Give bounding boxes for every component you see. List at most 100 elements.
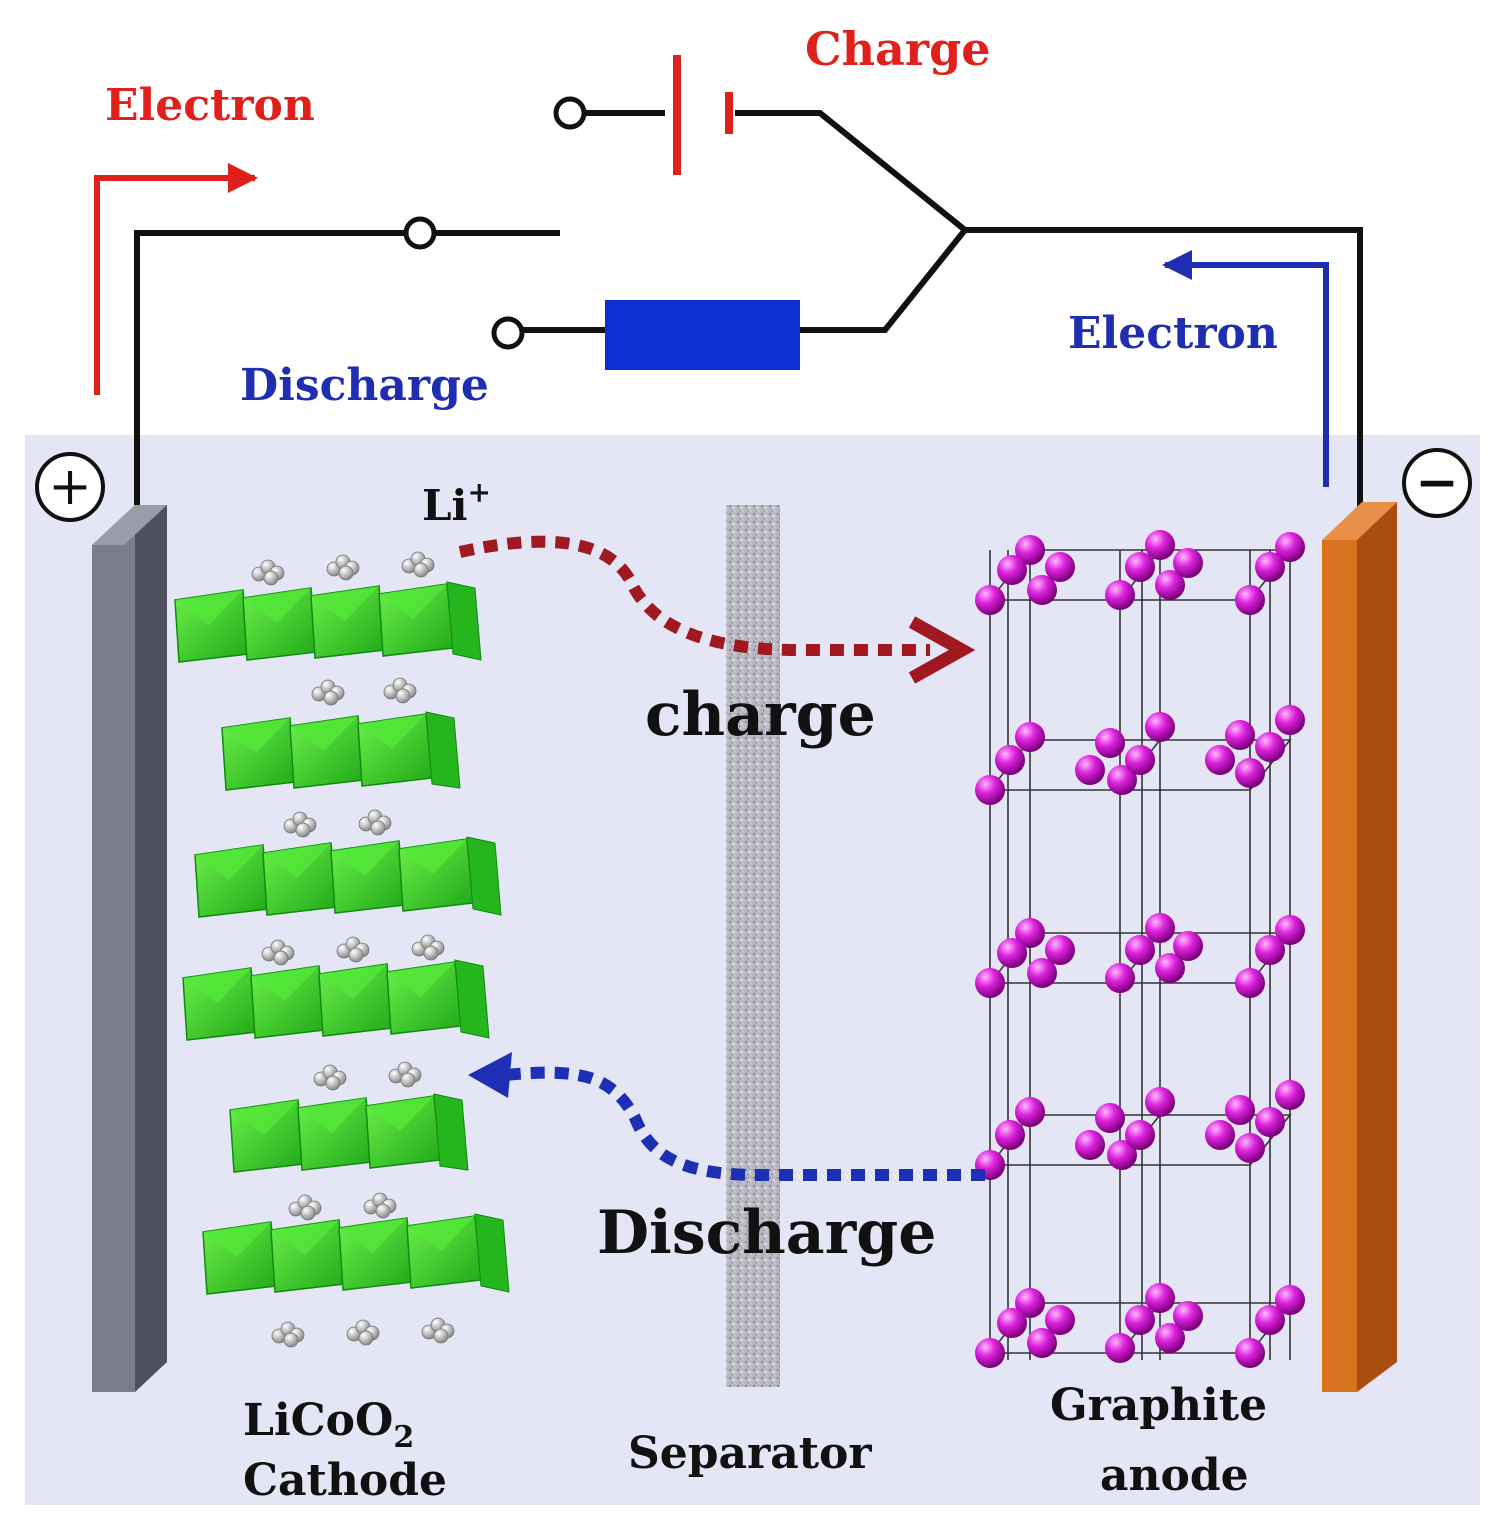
lithium-atom <box>400 1072 416 1088</box>
lithium-ion <box>388 1061 422 1088</box>
lithium-atom <box>358 1330 374 1346</box>
graphite-atom <box>1145 530 1175 560</box>
graphite-atom <box>1125 552 1155 582</box>
electron-arrow-left <box>94 163 258 395</box>
anode-plate <box>1322 502 1397 1392</box>
graphite-atom <box>997 555 1027 585</box>
lithium-ion <box>283 811 317 838</box>
li-ion-label: Li+ <box>422 476 491 530</box>
graphite-atom <box>1145 913 1175 943</box>
lithium-atom <box>325 1075 341 1091</box>
graphite-atom <box>1105 1333 1135 1363</box>
graphite-atom <box>995 1120 1025 1150</box>
plus-terminal-icon: + <box>35 452 105 522</box>
lithium-atom <box>295 822 311 838</box>
cathode-octahedron-face <box>399 839 467 874</box>
switch-contact-icon <box>403 216 437 250</box>
graphite-atoms <box>975 530 1305 1368</box>
cathode-octahedron-face <box>243 588 311 623</box>
graphite-atom <box>1275 1285 1305 1315</box>
graphite-atom <box>1015 722 1045 752</box>
graphite-atom <box>1275 532 1305 562</box>
graphite-atom <box>1205 1120 1235 1150</box>
lithium-atom <box>323 690 339 706</box>
graphite-atom <box>1275 915 1305 945</box>
cathode-octahedron-face <box>183 968 251 1003</box>
cathode-octahedron-face <box>175 590 243 625</box>
graphite-atom <box>1155 953 1185 983</box>
svg-text:+: + <box>48 457 92 517</box>
cathode-octahedron-face <box>203 1222 271 1257</box>
graphite-atom <box>1173 548 1203 578</box>
battery-icon <box>673 55 733 175</box>
lithium-ion <box>401 551 435 578</box>
cathode-octahedron-face <box>290 716 358 751</box>
graphite-atom <box>1255 1107 1285 1137</box>
graphite-atom <box>1125 935 1155 965</box>
resistor-icon <box>605 300 800 370</box>
cathode-layer-edge <box>446 581 482 661</box>
graphite-atom <box>1027 575 1057 605</box>
lithium-atom <box>413 562 429 578</box>
lithium-ion <box>288 1194 322 1221</box>
graphite-atom <box>1275 1080 1305 1110</box>
graphite-atom <box>1027 1328 1057 1358</box>
charge-label-mid: charge <box>645 680 876 750</box>
lithium-ion <box>421 1317 455 1344</box>
cathode-layer <box>221 711 461 791</box>
discharge-terminal-icon <box>491 316 525 350</box>
graphite-atom <box>1045 552 1075 582</box>
cathode-layer <box>202 1213 510 1295</box>
graphite-atom <box>1015 1097 1045 1127</box>
cathode-octahedron-face <box>358 714 426 749</box>
graphite-atom <box>1235 1133 1265 1163</box>
graphite-atom <box>1145 1283 1175 1313</box>
svg-text:−: − <box>1415 452 1459 513</box>
charge-terminal-icon <box>553 96 587 130</box>
graphite-atom <box>1027 958 1057 988</box>
graphite-atom <box>975 1338 1005 1368</box>
graphite-atom <box>997 1308 1027 1338</box>
lithium-atom <box>273 950 289 966</box>
graphite-atom <box>1075 755 1105 785</box>
graphite-atom <box>1155 570 1185 600</box>
charge-label-top: Charge <box>805 22 991 76</box>
cathode-octahedron-face <box>311 586 379 621</box>
anode-label-graphite: Graphite <box>1050 1380 1267 1431</box>
graphite-atom <box>1045 1305 1075 1335</box>
lithium-ion <box>363 1192 397 1219</box>
graphite-atom <box>995 745 1025 775</box>
cathode-octahedron-face <box>195 845 263 880</box>
graphite-atom <box>1275 705 1305 735</box>
graphite-atom <box>1105 963 1135 993</box>
graphite-atom <box>1015 918 1045 948</box>
cathode-layer <box>229 1093 469 1173</box>
cathode-plate <box>92 505 167 1392</box>
cathode-label-formula: LiCoO2 <box>243 1395 414 1455</box>
lithium-atom <box>423 945 439 961</box>
cathode-layer <box>174 581 482 663</box>
cathode-octahedron-face <box>230 1100 298 1135</box>
graphite-atom <box>1255 935 1285 965</box>
cathode-crystal-layers <box>174 581 510 1295</box>
graphite-atom <box>1255 552 1285 582</box>
charge-flow-arrow <box>458 535 976 684</box>
lithium-ion <box>346 1319 380 1346</box>
graphite-atom <box>1125 745 1155 775</box>
graphite-atom <box>1235 758 1265 788</box>
lithium-ion <box>313 1064 347 1091</box>
lithium-ion <box>251 559 285 586</box>
graphite-atom <box>1225 1095 1255 1125</box>
graphite-atom <box>1125 1305 1155 1335</box>
minus-terminal-icon: − <box>1402 448 1472 518</box>
lithium-atom <box>338 565 354 581</box>
anode-label-name: anode <box>1100 1450 1249 1501</box>
graphite-atom <box>1105 580 1135 610</box>
external-circuit <box>134 110 1363 520</box>
lithium-atom <box>348 947 364 963</box>
lithium-atom <box>375 1203 391 1219</box>
cathode-octahedron-face <box>387 962 455 997</box>
cathode-layer-edge <box>466 836 502 916</box>
graphite-atom <box>975 968 1005 998</box>
